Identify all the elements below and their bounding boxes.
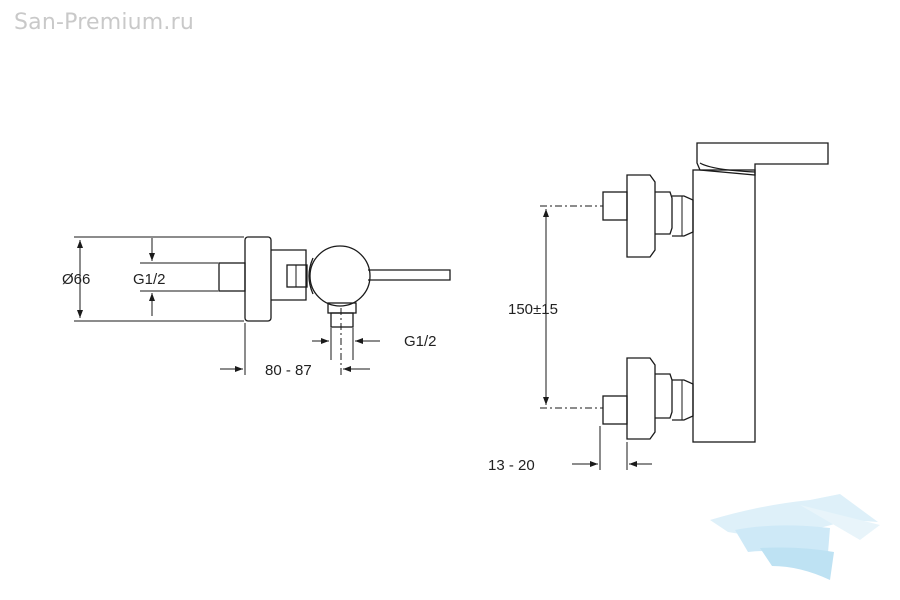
spacing-label: 150±15: [508, 301, 558, 318]
wall-flange: [244, 236, 272, 322]
upper-flange: [626, 174, 656, 258]
outlet-nipple: [330, 312, 354, 328]
handle-lever: [368, 269, 451, 281]
thread-left-label: G1/2: [133, 271, 166, 288]
mixer-body: [309, 245, 371, 307]
inlet-stub: [218, 262, 246, 292]
side-view: Ø66 G1/2 G1/2 80 - 87: [62, 236, 451, 379]
front-view: 150±15 13 - 20: [488, 142, 829, 474]
san-premium-wave-logo: [710, 494, 880, 580]
connector-body: [271, 249, 307, 301]
thread-bottom-label: G1/2: [404, 333, 437, 350]
diameter-label: Ø66: [62, 271, 90, 288]
upper-inlet-stub: [602, 191, 628, 221]
connector-nut: [286, 264, 308, 288]
depth-label: 80 - 87: [265, 362, 312, 379]
watermark-text: San-Premium.ru: [14, 10, 195, 35]
mixer-body-front: [692, 169, 756, 443]
lower-inlet-stub: [602, 395, 628, 425]
lower-flange: [626, 357, 656, 440]
offset-label: 13 - 20: [488, 457, 535, 474]
